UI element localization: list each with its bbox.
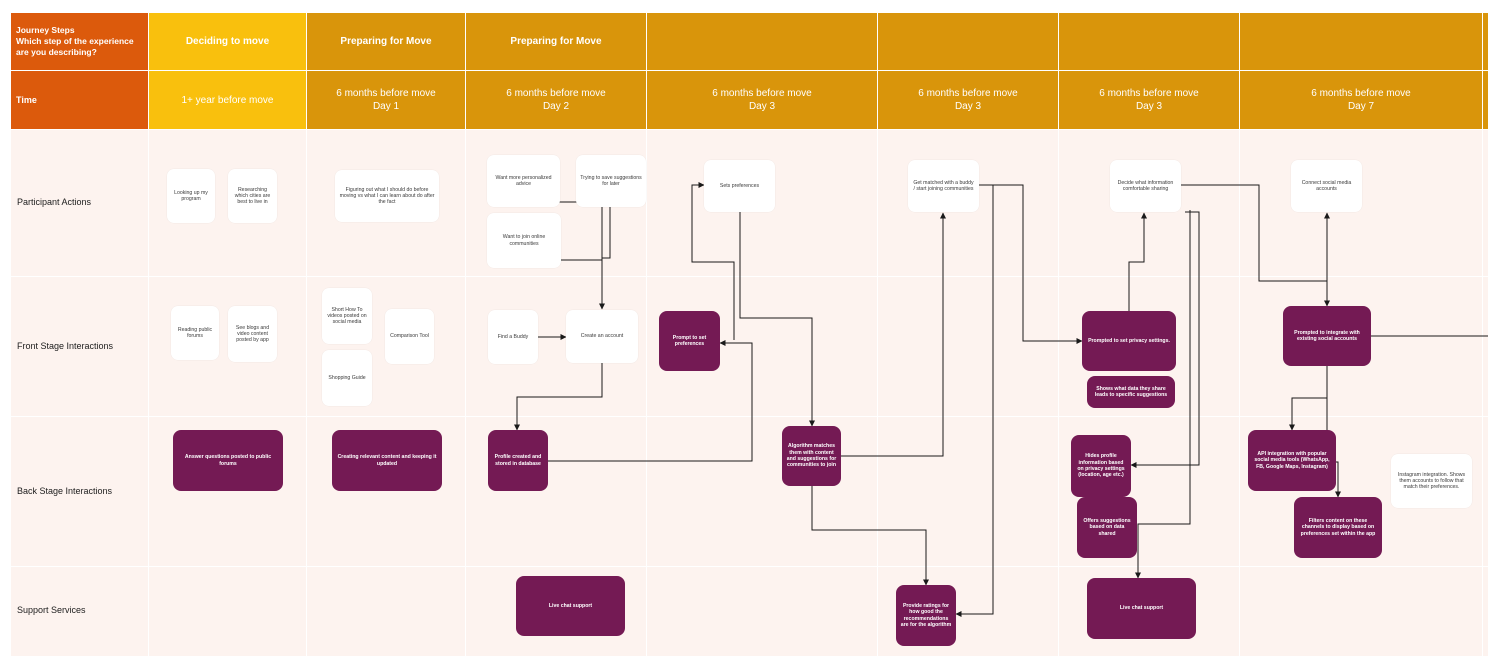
- note-decide-info: Decide what information comfortable shar…: [1110, 160, 1181, 212]
- note-short-howto: Short How To videos posted on social med…: [322, 288, 372, 344]
- note-instagram-integration: Instagram integration. Shows them accoun…: [1391, 454, 1472, 508]
- lane-divider: [11, 416, 1488, 417]
- note-create-account: Create an account: [566, 310, 638, 363]
- note-want-join: Want to join online communities: [487, 213, 561, 268]
- lane-label-support-services: Support Services: [17, 605, 86, 615]
- note-reading-forums: Reading public forums: [171, 306, 219, 360]
- note-figuring-out: Figuring out what I should do before mov…: [335, 170, 439, 222]
- step-header-3: Preparing for Move: [466, 13, 646, 70]
- box-offers-suggestions: Offers suggestions based on data shared: [1077, 497, 1137, 558]
- column-divider: [148, 130, 149, 656]
- step-header-7: [1240, 13, 1482, 70]
- note-find-buddy: Find a Buddy: [488, 310, 538, 364]
- connector: [691, 182, 735, 340]
- column-divider: [1058, 130, 1059, 656]
- note-want-personalized: Want more personalized advice: [487, 155, 560, 207]
- lane-label-back-stage: Back Stage Interactions: [17, 486, 113, 496]
- note-shopping-guide: Shopping Guide: [322, 350, 372, 406]
- connector: [1130, 211, 1200, 468]
- time-header-8: [1483, 71, 1488, 129]
- note-connect-social: Connect social media accounts: [1291, 160, 1362, 212]
- box-provide-ratings: Provide ratings for how good the recomme…: [896, 585, 956, 646]
- note-trying-save: Trying to save suggestions for later: [576, 155, 646, 207]
- connector: [548, 340, 753, 462]
- time-header-3: 6 months before move Day 2: [466, 71, 646, 129]
- box-prompted-privacy: Prompted to set privacy settings.: [1082, 311, 1176, 371]
- column-divider: [465, 130, 466, 656]
- connector: [601, 207, 611, 309]
- time-label: Time: [11, 71, 148, 129]
- box-creating-content: Creating relevant content and keeping it…: [332, 430, 442, 491]
- box-api-integration: API integration with popular social medi…: [1248, 430, 1336, 491]
- time-header-6: 6 months before move Day 3: [1059, 71, 1239, 129]
- connector: [739, 212, 815, 427]
- time-header-2: 6 months before move Day 1: [307, 71, 465, 129]
- step-header-2: Preparing for Move: [307, 13, 465, 70]
- note-see-blogs: See blogs and video content posted by ap…: [228, 306, 277, 362]
- connector: [979, 184, 1083, 344]
- step-header-5: [878, 13, 1058, 70]
- lane-label-front-stage: Front Stage Interactions: [17, 341, 114, 351]
- lane-divider: [11, 566, 1488, 567]
- box-answer-questions: Answer questions posted to public forums: [173, 430, 283, 491]
- time-header-7: 6 months before move Day 7: [1240, 71, 1482, 129]
- step-header-8: [1483, 13, 1488, 70]
- box-shows-data: Shows what data they share leads to spec…: [1087, 376, 1175, 408]
- connector: [1128, 212, 1147, 311]
- time-header-1: 1+ year before move: [149, 71, 306, 129]
- note-get-matched: Get matched with a buddy / start joining…: [908, 160, 979, 212]
- box-hides-profile: Hides profile information based on priva…: [1071, 435, 1131, 497]
- connector: [1289, 366, 1328, 431]
- connector: [514, 363, 603, 431]
- box-prompt-preferences: Prompt to set preferences: [659, 311, 720, 371]
- column-divider: [1239, 130, 1240, 656]
- time-header-5: 6 months before move Day 3: [878, 71, 1058, 129]
- connector: [841, 212, 946, 457]
- lane-label-participant-actions: Participant Actions: [17, 197, 92, 207]
- note-researching-cities: Researching which cities are best to liv…: [228, 169, 277, 223]
- step-header-6: [1059, 13, 1239, 70]
- note-sets-preferences: Sets preferences: [704, 160, 775, 212]
- box-profile-created: Profile created and stored in database: [488, 430, 548, 491]
- box-live-chat-2: Live chat support: [1087, 578, 1196, 639]
- step-header-1: Deciding to move: [149, 13, 306, 70]
- column-divider: [877, 130, 878, 656]
- box-prompted-integrate: Prompted to integrate with existing soci…: [1283, 306, 1371, 366]
- box-algorithm-matches: Algorithm matches them with content and …: [782, 426, 841, 486]
- box-filters-content: Filters content on these channels to dis…: [1294, 497, 1382, 558]
- connector: [955, 184, 994, 617]
- journey-steps-label: Journey Steps Which step of the experien…: [11, 13, 148, 70]
- time-header-4: 6 months before move Day 3: [647, 71, 877, 129]
- column-divider: [646, 130, 647, 656]
- note-looking-up-program: Looking up my program: [167, 169, 215, 223]
- connector: [811, 486, 929, 586]
- step-header-4: [647, 13, 877, 70]
- column-divider: [1482, 130, 1483, 656]
- connector: [1135, 210, 1191, 579]
- lane-divider: [11, 276, 1488, 277]
- column-divider: [306, 130, 307, 656]
- note-comparison-tool: Comparison Tool: [385, 309, 434, 364]
- box-live-chat-1: Live chat support: [516, 576, 625, 636]
